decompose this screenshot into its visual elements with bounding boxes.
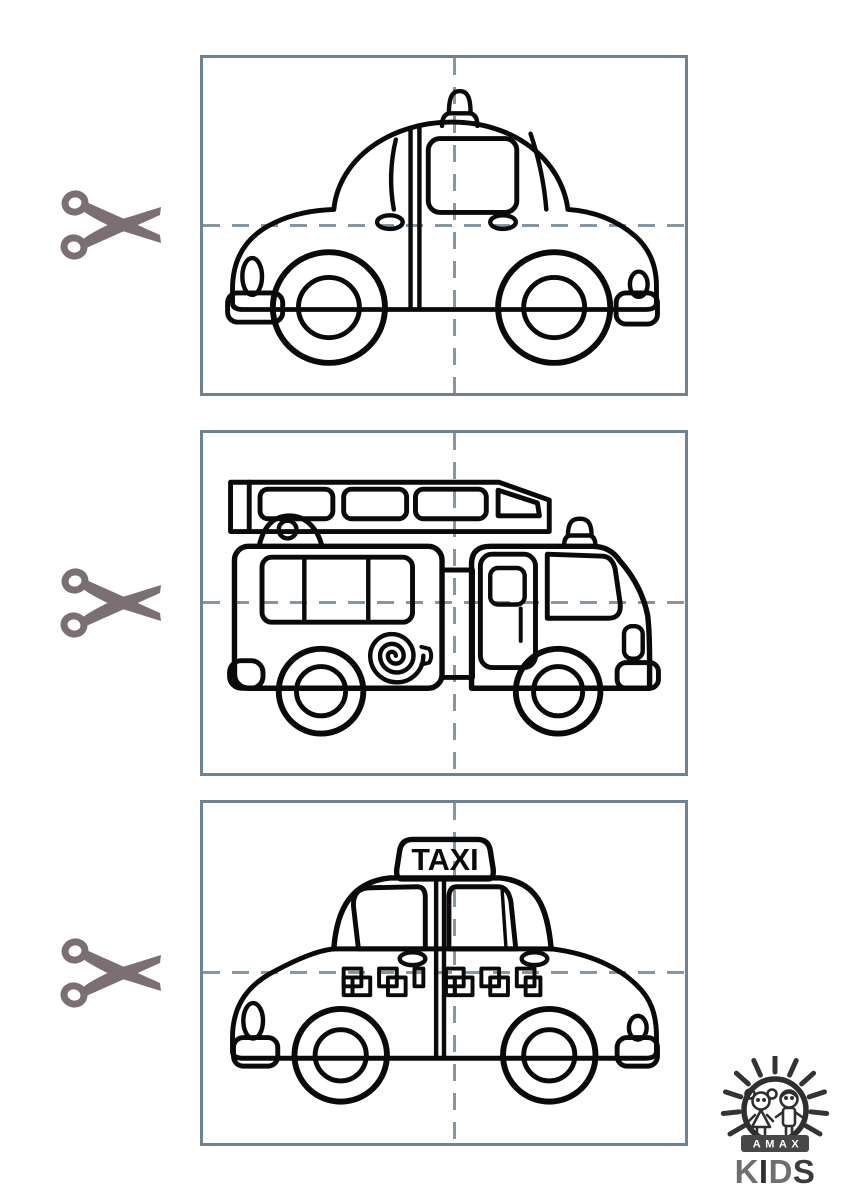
siren-light (446, 88, 473, 116)
wheel (269, 249, 388, 366)
ladder-rung (341, 486, 410, 522)
car-body (230, 119, 659, 312)
chassis-link (439, 567, 475, 680)
wheel (512, 645, 604, 737)
ladder (228, 479, 552, 535)
logo-kids-figures-icon (744, 1088, 804, 1136)
wheel (291, 1006, 390, 1105)
siren-base (439, 111, 480, 129)
siren-base (561, 533, 598, 549)
window-divider (500, 887, 508, 950)
windshield-pillar (388, 137, 399, 212)
reel-pin (276, 518, 299, 541)
windshield (544, 551, 623, 621)
front-bumper (614, 660, 661, 691)
cutting-panel-fire-truck (200, 430, 688, 776)
hose-spiral (368, 631, 426, 685)
headlight (241, 1000, 266, 1041)
wheel-hub (521, 275, 588, 341)
wheel-hub (293, 664, 349, 719)
wheel-hub (295, 275, 362, 341)
fire-truck-drawing (227, 479, 661, 737)
headlight (621, 623, 645, 661)
cutting-panel-police-car (200, 55, 688, 396)
logo-amax-text: AMAX (753, 1139, 803, 1151)
police-car-drawing (225, 88, 660, 366)
reel-mount (256, 513, 325, 549)
ladder-rung (413, 486, 489, 522)
checker-band-left (341, 966, 426, 998)
vertical-cut-line (452, 803, 456, 1143)
logo-kids-text: KIDS (735, 1153, 816, 1190)
door-handle (374, 213, 405, 232)
wheel (275, 645, 367, 737)
door-handle (397, 950, 428, 968)
car-body (230, 946, 659, 1061)
vertical-cut-line (452, 58, 456, 393)
door-handle (488, 213, 519, 232)
logo-amax-banner (741, 1135, 809, 1152)
horizontal-cut-line (203, 223, 685, 227)
scissors-icon (60, 938, 161, 1008)
cab-door (477, 551, 538, 671)
wheel-hub (521, 1027, 578, 1084)
brand-logo: AMAX KIDS (720, 1056, 830, 1190)
wheel (495, 249, 614, 366)
ladder-end (495, 487, 542, 519)
scissors-icon (60, 190, 161, 260)
headlight (240, 255, 265, 298)
taxi-sign (393, 836, 497, 882)
wheel-hub (312, 1027, 369, 1084)
cutting-panel-taxi: TAXI (200, 800, 688, 1146)
rear-bumper (614, 1035, 660, 1069)
tail-light (627, 269, 650, 300)
wheel (500, 1006, 599, 1105)
logo-circle (741, 1076, 809, 1144)
wheel-hub (531, 664, 586, 719)
taxi-sign-label: TAXI (411, 843, 478, 877)
vertical-cut-line (452, 433, 456, 773)
left-window (351, 884, 428, 952)
door-window (488, 565, 527, 607)
siren-light (565, 516, 594, 538)
cab-body (468, 543, 653, 691)
scissors-icon (60, 568, 161, 638)
door-handle (519, 950, 550, 968)
checker-band-right (444, 966, 543, 998)
tail-light (626, 1013, 649, 1042)
rear-pillar (528, 131, 549, 212)
logo-sun-rays-icon (720, 1056, 830, 1137)
taxi-drawing: TAXI (230, 836, 660, 1105)
side-window (425, 136, 520, 215)
body-window (259, 554, 415, 625)
hose-nozzle (419, 644, 434, 667)
right-window (446, 884, 519, 952)
front-bumper (231, 1035, 281, 1069)
rear-bumper (227, 658, 266, 691)
